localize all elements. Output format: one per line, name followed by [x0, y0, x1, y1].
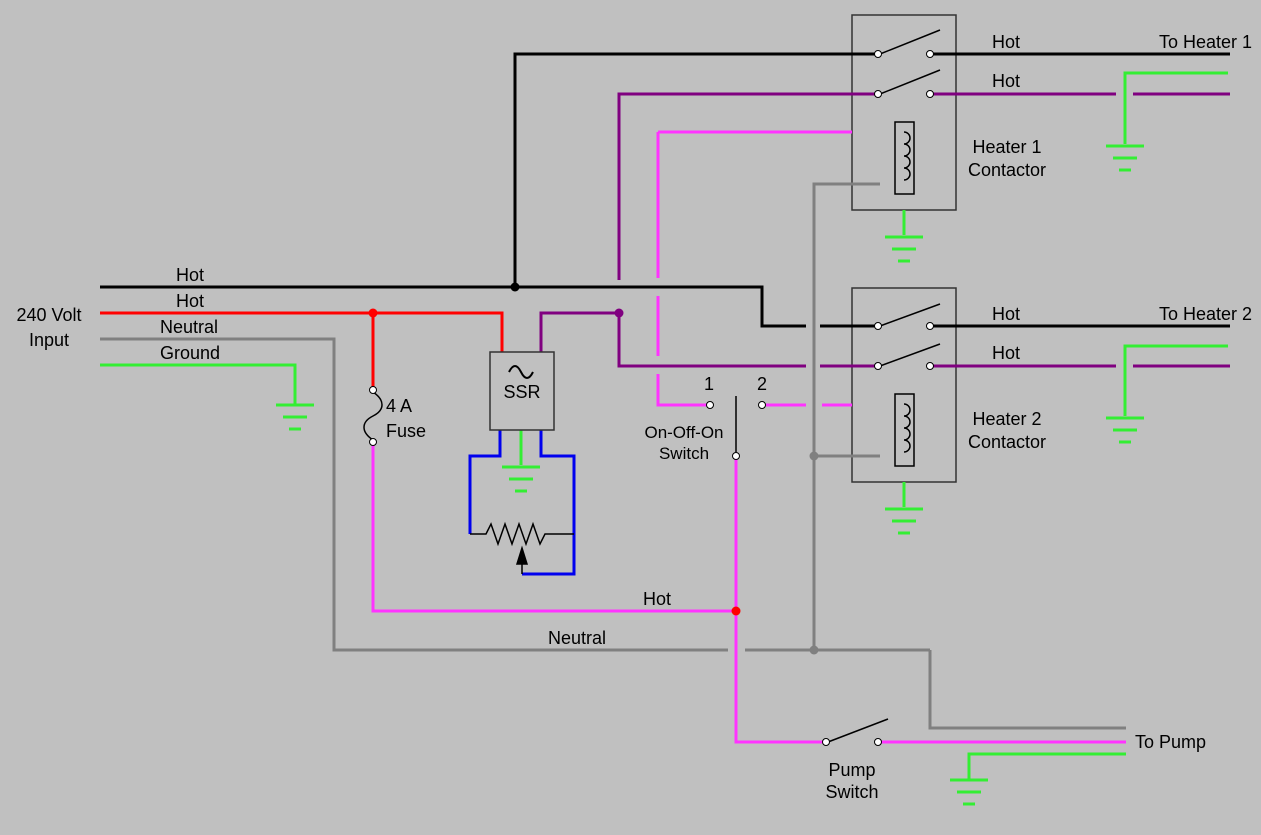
heater1-hot-a-label: Hot: [992, 32, 1020, 52]
heater1-name-line1: Heater 1: [972, 137, 1041, 157]
neutral-junction-dot2: [809, 451, 819, 461]
ground-icon: [883, 235, 925, 263]
ssr-label: SSR: [503, 382, 540, 402]
ground-label: Ground: [160, 343, 220, 363]
hot-junction-dot: [510, 282, 520, 292]
switch-contact-icon: [874, 303, 941, 370]
fuse-icon: [363, 386, 383, 446]
switch-name-line2: Switch: [659, 444, 709, 463]
ground-icon: [948, 778, 990, 806]
heater2-hot-b-label: Hot: [992, 343, 1020, 363]
input-label: Input: [29, 330, 69, 350]
fuse-rating-label: 4 A: [386, 396, 412, 416]
pump-dest-label: To Pump: [1135, 732, 1206, 752]
on-off-on-switch: [706, 396, 766, 460]
ssr-output-wires: [539, 92, 1230, 368]
neutral-junction-dot: [809, 645, 819, 655]
bottom-hot-label: Hot: [643, 589, 671, 609]
potentiometer-wires: [468, 430, 576, 576]
switch-contact-icon: [874, 29, 941, 98]
pump-switch-line1: Pump: [828, 760, 875, 780]
pump-switch-icon: [822, 718, 889, 746]
hot1-label: Hot: [176, 265, 204, 285]
heater1-dest-label: To Heater 1: [1159, 32, 1252, 52]
heater2-dest-label: To Heater 2: [1159, 304, 1252, 324]
switch-pos1-label: 1: [704, 374, 714, 394]
potentiometer-icon: [470, 521, 574, 574]
coil-icon: [894, 393, 915, 467]
control-wires: [371, 130, 1126, 744]
ground-icon: [1104, 144, 1146, 172]
input-voltage-label: 240 Volt: [16, 305, 81, 325]
coil-icon: [894, 121, 915, 195]
hot-junction-dot: [731, 606, 741, 616]
heater2-name-line1: Heater 2: [972, 409, 1041, 429]
ground-icon: [883, 507, 925, 535]
ssr-box: [489, 351, 555, 431]
neutral-label: Neutral: [160, 317, 218, 337]
bottom-neutral-label: Neutral: [548, 628, 606, 648]
heater2-hot-a-label: Hot: [992, 304, 1020, 324]
red-junction-dot: [368, 308, 378, 318]
heater2-name-line2: Contactor: [968, 432, 1046, 452]
fuse-name-label: Fuse: [386, 421, 426, 441]
heater1-name-line2: Contactor: [968, 160, 1046, 180]
ground-wires: [100, 71, 1228, 780]
ground-icon: [274, 403, 316, 431]
ground-icon: [1104, 416, 1146, 444]
hot-black-wires: [100, 52, 1230, 328]
neutral-wires: [100, 182, 1126, 730]
heater1-hot-b-label: Hot: [992, 71, 1020, 91]
pump-switch-line2: Switch: [825, 782, 878, 802]
purple-junction-dot: [614, 308, 624, 318]
ac-symbol-icon: [508, 365, 534, 379]
ground-icon: [500, 465, 542, 493]
hot-red-wires: [100, 311, 504, 390]
hot2-label: Hot: [176, 291, 204, 311]
switch-pos2-label: 2: [757, 374, 767, 394]
switch-name-line1: On-Off-On: [644, 423, 723, 442]
